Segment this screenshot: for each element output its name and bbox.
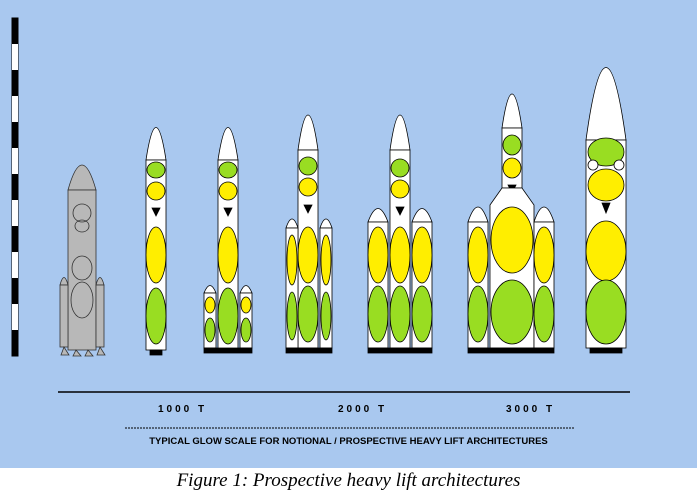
- figure-caption: Figure 1: Prospective heavy lift archite…: [176, 470, 521, 491]
- ruler-segment: [12, 226, 18, 252]
- ruler-segment: [12, 200, 18, 226]
- architecture-diagram: [11, 17, 630, 429]
- ruler-segment: [12, 252, 18, 278]
- super-heavy-single-core-vehicle: [585, 67, 627, 354]
- core-with-side-cores-vehicle: [367, 114, 433, 354]
- glow-scale-line: [58, 391, 630, 429]
- core-with-long-boosters-vehicle: [285, 114, 333, 354]
- ruler-segment: [12, 96, 18, 122]
- single-core-vehicle: [145, 127, 167, 356]
- reference-vehicle: [59, 164, 106, 357]
- scale-label-2000: 2000 T: [338, 404, 388, 415]
- diagram-panel: 1000 T 2000 T 3000 T TYPICAL GLOW SCALE …: [0, 0, 697, 468]
- core-with-short-boosters-vehicle: [203, 127, 253, 354]
- scale-label-1000: 1000 T: [158, 404, 208, 415]
- ruler-segment: [12, 122, 18, 148]
- ruler-segment: [12, 330, 18, 356]
- ruler-segment: [12, 174, 18, 200]
- height-ruler: [11, 17, 19, 357]
- scale-title: TYPICAL GLOW SCALE FOR NOTIONAL / PROSPE…: [149, 436, 548, 447]
- ruler-segment: [12, 44, 18, 70]
- ruler-segment: [12, 148, 18, 174]
- scale-label-3000: 3000 T: [506, 404, 556, 415]
- ruler-segment: [12, 70, 18, 96]
- ruler-segment: [12, 278, 18, 304]
- wide-core-with-boosters-vehicle: [467, 93, 555, 354]
- ruler-segment: [12, 18, 18, 44]
- ruler-segment: [12, 304, 18, 330]
